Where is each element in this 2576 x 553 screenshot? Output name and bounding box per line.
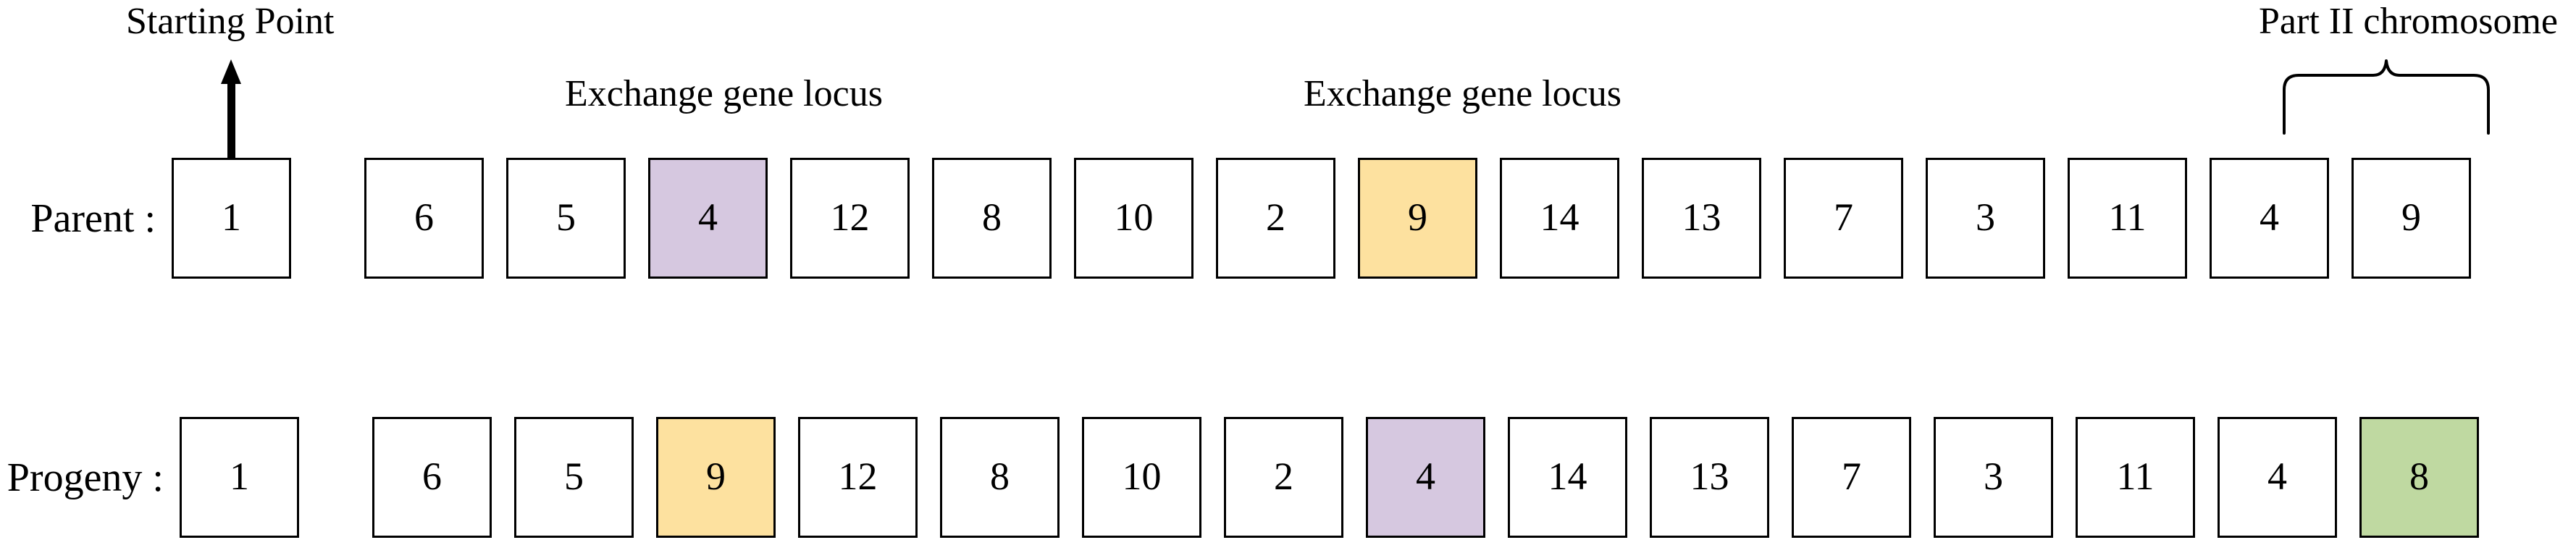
gene-value: 3: [1976, 195, 1995, 239]
gene-value: 5: [556, 195, 576, 239]
parent-chromosome-row: 1 6 5 4 12 8 10 2 9 14 13 7 3 11 4 9: [0, 158, 2576, 279]
arrow-shaft-icon: [227, 80, 235, 172]
gene-box-progeny-12[interactable]: 3: [1934, 417, 2053, 538]
gene-box-parent-10[interactable]: 13: [1642, 158, 1761, 279]
gene-box-progeny-13[interactable]: 11: [2076, 417, 2195, 538]
gene-value: 10: [1114, 195, 1154, 239]
gene-box-parent-7[interactable]: 2: [1216, 158, 1335, 279]
gene-value: 10: [1122, 454, 1162, 498]
gene-box-progeny-9[interactable]: 14: [1508, 417, 1627, 538]
gene-box-parent-4[interactable]: 12: [790, 158, 910, 279]
gene-value: 6: [422, 454, 442, 498]
gene-box-parent-5[interactable]: 8: [932, 158, 1052, 279]
gene-value: 14: [1548, 454, 1587, 498]
gene-box-parent-15[interactable]: 9: [2351, 158, 2471, 279]
gene-box-parent-0[interactable]: 1: [172, 158, 291, 279]
starting-point-arrow: [221, 59, 241, 174]
gene-value: 2: [1266, 195, 1285, 239]
progeny-row-label: Progeny :: [7, 455, 164, 500]
gene-box-parent-8[interactable]: 9: [1358, 158, 1477, 279]
part-two-chromosome-caption: Part II chromosome: [2259, 1, 2559, 42]
gene-value: 11: [2108, 195, 2147, 239]
gene-value: 9: [706, 454, 726, 498]
gene-box-parent-13[interactable]: 11: [2068, 158, 2187, 279]
gene-box-parent-3[interactable]: 4: [648, 158, 768, 279]
gene-value: 5: [564, 454, 584, 498]
gene-box-progeny-6[interactable]: 10: [1082, 417, 1201, 538]
gene-value: 3: [1984, 454, 2003, 498]
gene-value: 12: [830, 195, 870, 239]
gene-value: 4: [2260, 195, 2279, 239]
parent-row-label: Parent :: [30, 196, 156, 241]
gene-box-progeny-5[interactable]: 8: [940, 417, 1060, 538]
gene-box-progeny-7[interactable]: 2: [1224, 417, 1343, 538]
gene-box-parent-12[interactable]: 3: [1926, 158, 2045, 279]
gene-value: 8: [2409, 454, 2429, 498]
gene-value: 1: [230, 454, 249, 498]
gene-box-parent-9[interactable]: 14: [1500, 158, 1619, 279]
gene-value: 8: [990, 454, 1010, 498]
gene-value: 14: [1540, 195, 1579, 239]
brace-icon: [2283, 59, 2490, 135]
gene-box-progeny-1[interactable]: 6: [372, 417, 492, 538]
gene-box-progeny-3[interactable]: 9: [656, 417, 776, 538]
gene-value: 7: [1842, 454, 1861, 498]
gene-value: 4: [2267, 454, 2287, 498]
gene-value: 11: [2116, 454, 2155, 498]
gene-box-progeny-14[interactable]: 4: [2218, 417, 2337, 538]
gene-box-parent-1[interactable]: 6: [364, 158, 484, 279]
gene-box-parent-2[interactable]: 5: [506, 158, 626, 279]
gene-box-parent-14[interactable]: 4: [2210, 158, 2329, 279]
gene-value: 13: [1682, 195, 1721, 239]
gene-box-parent-6[interactable]: 10: [1074, 158, 1193, 279]
gene-box-progeny-4[interactable]: 12: [798, 417, 918, 538]
gene-value: 12: [838, 454, 878, 498]
gene-value: 13: [1690, 454, 1729, 498]
gene-box-progeny-0[interactable]: 1: [180, 417, 299, 538]
gene-box-progeny-2[interactable]: 5: [514, 417, 634, 538]
gene-box-progeny-10[interactable]: 13: [1650, 417, 1769, 538]
gene-value: 4: [1416, 454, 1435, 498]
gene-box-parent-11[interactable]: 7: [1784, 158, 1903, 279]
exchange-gene-locus-caption-1: Exchange gene locus: [565, 73, 883, 114]
gene-box-progeny-8[interactable]: 4: [1366, 417, 1485, 538]
gene-box-progeny-15[interactable]: 8: [2359, 417, 2479, 538]
gene-value: 7: [1834, 195, 1853, 239]
gene-value: 1: [222, 195, 241, 239]
gene-value: 2: [1274, 454, 1293, 498]
part-two-chromosome-brace: [2281, 56, 2491, 135]
gene-value: 6: [414, 195, 434, 239]
starting-point-caption: Starting Point: [126, 1, 335, 42]
gene-box-progeny-11[interactable]: 7: [1792, 417, 1911, 538]
gene-value: 4: [698, 195, 718, 239]
gene-value: 9: [1408, 195, 1427, 239]
exchange-gene-locus-caption-2: Exchange gene locus: [1304, 73, 1621, 114]
gene-value: 9: [2401, 195, 2421, 239]
gene-value: 8: [982, 195, 1002, 239]
progeny-chromosome-row: 1 6 5 9 12 8 10 2 4 14 13 7 3 11 4 8: [8, 417, 2576, 538]
